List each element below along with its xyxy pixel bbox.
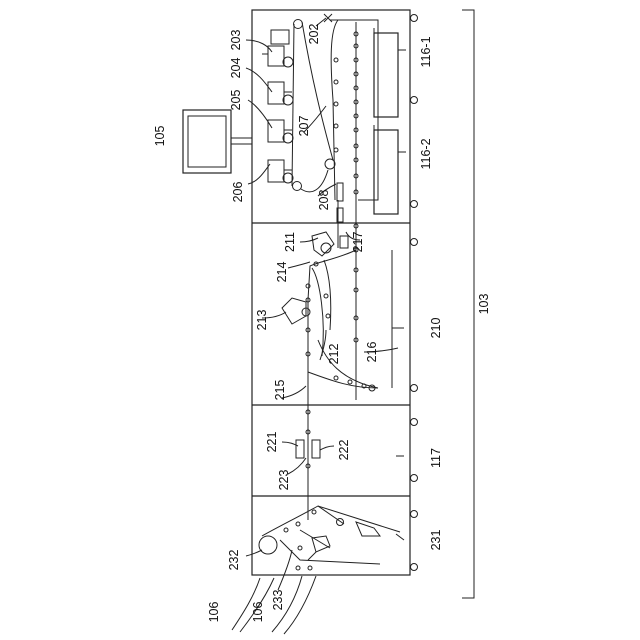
label-222: 222 xyxy=(337,440,351,461)
label-106a: 106 xyxy=(207,602,221,623)
label-211: 211 xyxy=(283,232,297,252)
label-221: 221 xyxy=(265,432,279,453)
label-210: 210 xyxy=(429,318,443,339)
label-117: 117 xyxy=(429,448,443,468)
label-232: 232 xyxy=(227,550,241,571)
caster-wheels xyxy=(411,15,418,571)
label-215: 215 xyxy=(273,380,287,401)
label-214: 214 xyxy=(275,262,289,283)
label-202: 202 xyxy=(307,24,321,45)
component-208 xyxy=(337,183,348,248)
label-233: 233 xyxy=(271,590,285,611)
label-212: 212 xyxy=(327,344,341,365)
label-213: 213 xyxy=(255,310,269,331)
label-116-1: 116-1 xyxy=(419,36,433,67)
label-204: 204 xyxy=(229,58,243,79)
label-116-2: 116-2 xyxy=(419,138,433,169)
label-223: 223 xyxy=(277,470,291,491)
label-206: 206 xyxy=(231,182,245,203)
component-211 xyxy=(312,232,334,256)
processing-module xyxy=(282,232,392,391)
label-217: 217 xyxy=(351,232,365,253)
label-205: 205 xyxy=(229,90,243,111)
label-103: 103 xyxy=(477,294,491,315)
station-204 xyxy=(268,82,293,105)
station-206 xyxy=(268,160,293,183)
system-bracket xyxy=(462,10,474,598)
station-203 xyxy=(262,30,293,67)
label-231: 231 xyxy=(429,530,443,551)
finisher-module xyxy=(259,506,400,570)
label-203: 203 xyxy=(229,30,243,51)
label-105: 105 xyxy=(153,126,167,147)
reference-labels: 203 202 204 205 105 207 206 208 116-1 11… xyxy=(153,24,491,623)
station-205 xyxy=(268,120,293,143)
operation-panel xyxy=(183,110,252,173)
image-forming-units xyxy=(262,30,293,183)
label-106b: 106 xyxy=(251,602,265,623)
label-207: 207 xyxy=(297,116,311,137)
label-216: 216 xyxy=(365,342,379,363)
label-208: 208 xyxy=(317,190,331,211)
component-213 xyxy=(282,298,310,324)
